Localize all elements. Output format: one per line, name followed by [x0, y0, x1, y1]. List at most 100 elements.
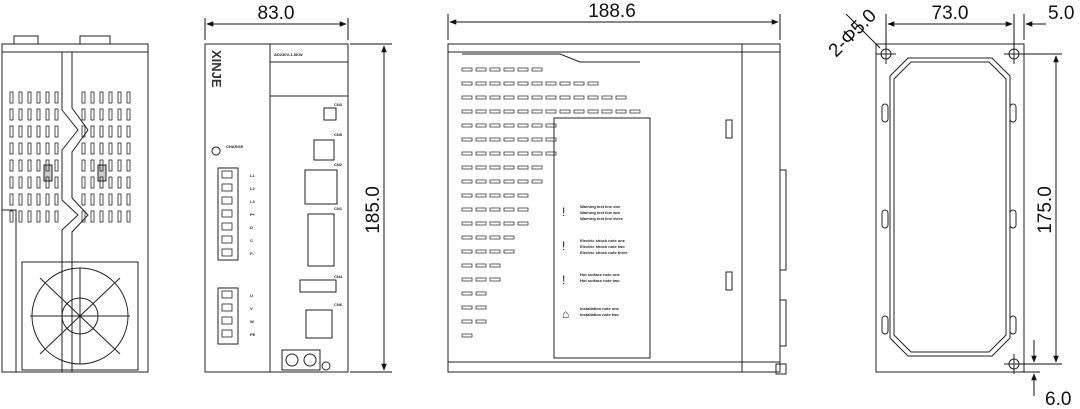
vent-slot: [531, 123, 543, 128]
vent-slot: [27, 91, 32, 104]
warning-icon: !: [562, 273, 565, 287]
terminal-screw: [221, 248, 233, 257]
vent-slot: [601, 95, 613, 100]
vent-slot: [461, 109, 473, 114]
vent-slot: [90, 91, 95, 104]
side-vent-slots: [461, 67, 641, 338]
port-label: CN1: [334, 206, 343, 211]
vent-slot: [545, 137, 557, 142]
vent-slot: [489, 67, 501, 72]
mount-hole-label: 2-Φ5.0: [825, 5, 881, 61]
vent-slot: [587, 109, 599, 114]
mount-height-label: 175.0: [1035, 186, 1056, 234]
vent-slot: [54, 108, 59, 121]
vent-slot: [54, 210, 59, 223]
vent-slot: [9, 210, 14, 223]
terminal-screw: [221, 303, 233, 312]
vent-slot: [45, 210, 50, 223]
vent-slot: [36, 125, 41, 138]
mounting-view: [875, 43, 1025, 374]
vent-slot: [475, 319, 487, 324]
vent-slot: [117, 125, 122, 138]
vent-slot: [27, 125, 32, 138]
vent-slot: [461, 319, 473, 324]
front-width-dimension: [204, 18, 349, 40]
vent-slot: [36, 193, 41, 206]
vent-slot: [615, 109, 627, 114]
vent-slot: [9, 125, 14, 138]
vent-slot: [108, 142, 113, 155]
vent-slot: [517, 81, 529, 86]
terminal-label: P+: [250, 212, 256, 217]
vent-slot: [36, 91, 41, 104]
warning-text: Warning text line one: [580, 204, 621, 209]
vent-slot: [81, 125, 86, 138]
vent-slot: [503, 207, 515, 212]
mounting-slot: [881, 315, 889, 335]
vent-slot: [18, 125, 23, 138]
vent-slot: [475, 179, 487, 184]
rear-view: [1, 35, 149, 373]
vent-slot: [45, 91, 50, 104]
vent-slot: [517, 67, 529, 72]
vent-slot: [475, 151, 487, 156]
vent-slot: [573, 81, 585, 86]
vent-slot: [45, 159, 50, 172]
terminal-label: PE: [250, 332, 256, 337]
vent-slot: [503, 235, 515, 240]
vent-slot: [54, 176, 59, 189]
vent-slot: [489, 193, 501, 198]
vent-slot: [517, 123, 529, 128]
warning-text: Electric shock note two: [580, 244, 625, 249]
vent-slot: [531, 137, 543, 142]
side-width-dimension: [447, 14, 781, 40]
mounting-slot: [1009, 315, 1017, 335]
warning-icon: !: [562, 239, 565, 253]
vent-slot: [461, 151, 473, 156]
vent-slot: [81, 210, 86, 223]
mount-dimensions: [845, 13, 1062, 396]
vent-slot: [531, 151, 543, 156]
vent-slot: [18, 91, 23, 104]
vent-slot: [475, 305, 487, 310]
vent-slot: [517, 137, 529, 142]
vent-slot: [99, 142, 104, 155]
vent-slot: [503, 221, 515, 226]
vent-slot: [475, 95, 487, 100]
vent-slot: [81, 142, 86, 155]
mount-bottom-label: 6.0: [1045, 389, 1071, 409]
front-height-dimension: [350, 43, 392, 373]
vent-slot: [99, 193, 104, 206]
terminal-label: V: [250, 306, 253, 311]
vent-slot: [489, 235, 501, 240]
vent-slot: [90, 125, 95, 138]
vent-slot: [475, 221, 487, 226]
model-label: AD230V-1-5KW: [274, 52, 303, 57]
warning-text: Warning text line two: [580, 210, 621, 215]
vent-slot: [573, 109, 585, 114]
terminal-label: C: [250, 238, 253, 243]
vent-slot: [531, 67, 543, 72]
vent-slot: [461, 263, 473, 268]
vent-slot: [45, 125, 50, 138]
vent-slot: [9, 142, 14, 155]
vent-slot: [461, 305, 473, 310]
vent-slot: [489, 249, 501, 254]
port-label: CN4: [334, 274, 343, 279]
vent-slot: [54, 125, 59, 138]
vent-slot: [45, 142, 50, 155]
vent-slot: [517, 193, 529, 198]
warning-icon: ⌂: [562, 307, 569, 321]
vent-slot: [503, 109, 515, 114]
warning-icon: !: [562, 205, 565, 219]
vent-slot: [475, 263, 487, 268]
vent-slot: [36, 142, 41, 155]
vent-slot: [126, 125, 131, 138]
vent-slot: [517, 95, 529, 100]
vent-slot: [9, 176, 14, 189]
vent-slot: [573, 95, 585, 100]
vent-slot: [45, 193, 50, 206]
vent-slot: [117, 193, 122, 206]
vent-slot: [9, 91, 14, 104]
vent-slot: [531, 165, 543, 170]
